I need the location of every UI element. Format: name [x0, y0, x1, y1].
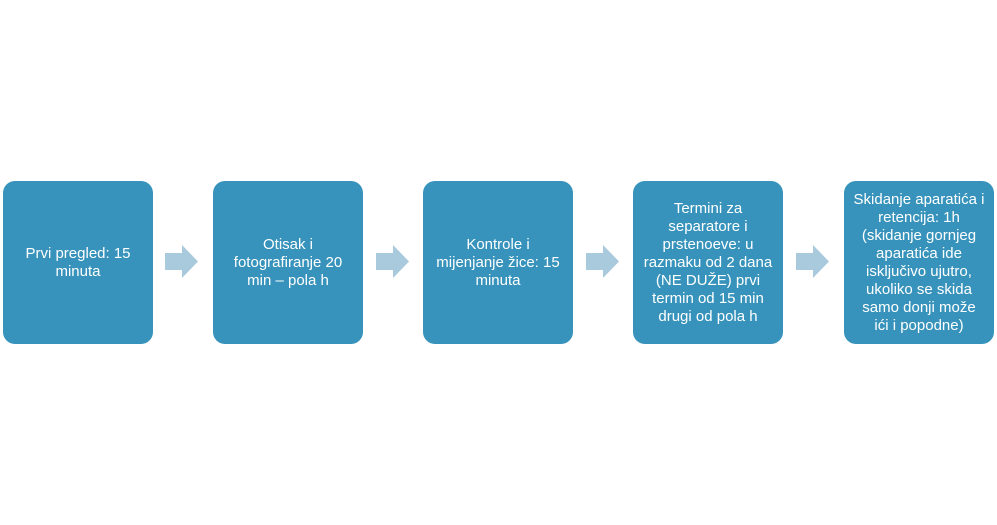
step-skidanje-aparatica: Skidanje aparatića i retencija: 1h (skid… — [844, 181, 994, 344]
right-arrow-icon — [586, 245, 619, 278]
right-arrow-icon — [165, 245, 198, 278]
right-arrow-icon — [376, 245, 409, 278]
step-otisak: Otisak i fotografiranje 20 min – pola h — [213, 181, 363, 344]
step-label: Skidanje aparatića i retencija: 1h (skid… — [853, 190, 985, 334]
step-label: Termini za separatore i prstenoeve: u ra… — [643, 199, 773, 325]
step-kontrole: Kontrole i mijenjanje žice: 15 minuta — [423, 181, 573, 344]
step-label: Otisak i fotografiranje 20 min – pola h — [233, 235, 343, 289]
right-arrow-icon — [796, 245, 829, 278]
step-prvi-pregled: Prvi pregled: 15 minuta — [3, 181, 153, 344]
step-label: Kontrole i mijenjanje žice: 15 minuta — [436, 235, 560, 289]
step-termini-separatori: Termini za separatore i prstenoeve: u ra… — [633, 181, 783, 344]
step-label: Prvi pregled: 15 minuta — [25, 244, 131, 280]
